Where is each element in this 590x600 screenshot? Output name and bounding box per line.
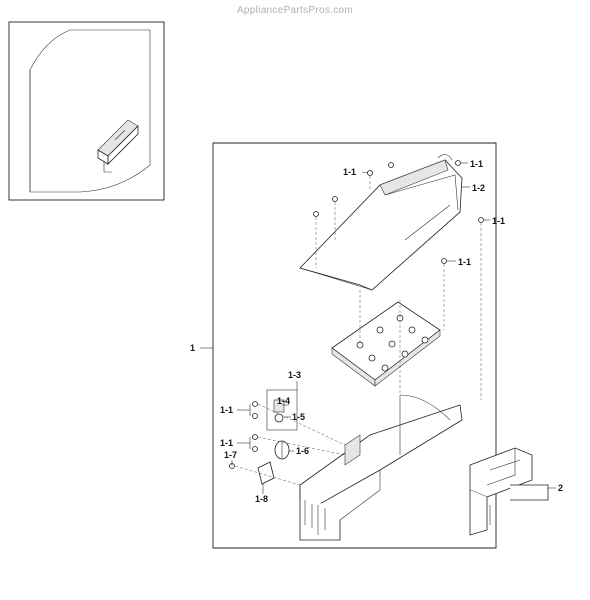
overview-heater-module xyxy=(97,119,139,173)
callout-1-8: 1-8 xyxy=(255,494,268,504)
mounting-bracket xyxy=(469,447,549,536)
callout-1-1-top-right: 1-1 xyxy=(470,159,483,169)
callout-1-1-lower-right: 1-1 xyxy=(458,257,471,267)
overview-inset xyxy=(8,21,165,201)
heater-coil-plate xyxy=(331,301,441,387)
callout-1-1-mid-right: 1-1 xyxy=(492,216,505,226)
connector-bracket xyxy=(257,461,275,485)
assembly-frame xyxy=(200,142,497,549)
heater-housing xyxy=(299,394,463,541)
fuse-component xyxy=(274,440,290,460)
callout-2: 2 xyxy=(558,483,563,493)
callout-1-1-top-left: 1-1 xyxy=(343,167,356,177)
callout-1-7: 1-7 xyxy=(224,450,237,460)
callout-labels: 1 1-1 1-1 1-2 1-1 1-1 1-3 1-1 1-4 1-5 1-… xyxy=(190,159,563,504)
callout-1-2: 1-2 xyxy=(472,183,485,193)
callout-1: 1 xyxy=(190,343,195,353)
callout-1-4: 1-4 xyxy=(277,396,290,406)
heater-duct-cover xyxy=(299,154,463,291)
callout-1-6: 1-6 xyxy=(296,446,309,456)
callout-1-1-left-b: 1-1 xyxy=(220,438,233,448)
callout-1-3: 1-3 xyxy=(288,370,301,380)
guide-lines xyxy=(234,176,482,486)
thermostat-assembly xyxy=(266,389,298,431)
leader-lines xyxy=(231,162,556,494)
watermark: AppliancePartsPros.com xyxy=(236,5,354,16)
callout-1-5: 1-5 xyxy=(292,412,305,422)
callout-1-1-left-a: 1-1 xyxy=(220,405,233,415)
screws xyxy=(229,160,484,469)
